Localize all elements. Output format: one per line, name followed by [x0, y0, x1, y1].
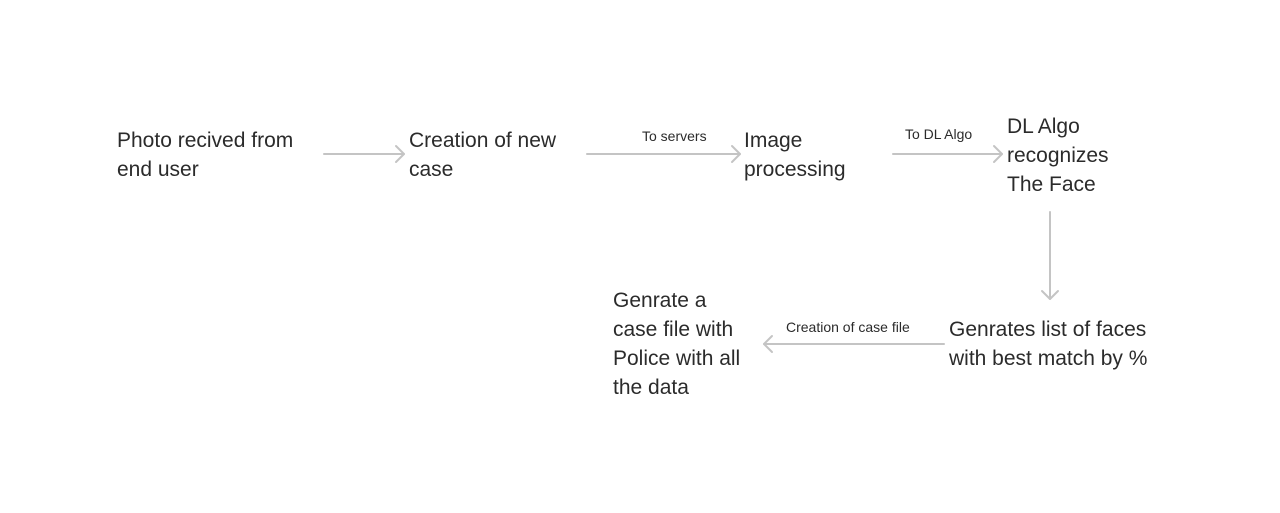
arrow-dl-algo-to-list-of-faces — [1041, 211, 1059, 300]
arrow-image-processing-to-dl-algo — [892, 145, 1003, 163]
node-case-file: Genrate a case file with Police with all… — [613, 289, 741, 399]
arrow-creation-to-image-processing — [586, 145, 741, 163]
edge-label-creation-of-case-file: Creation of case file — [786, 319, 910, 335]
node-creation-new-case: Creation of new case — [409, 129, 557, 181]
edge-label-to-dl-algo: To DL Algo — [905, 126, 973, 142]
edge-label-to-servers: To servers — [642, 128, 707, 144]
arrow-photo-to-creation — [323, 145, 405, 163]
node-photo-received: Photo recived from end user — [117, 129, 294, 181]
arrow-list-of-faces-to-case-file — [763, 335, 945, 353]
node-list-of-faces: Genrates list of faces with best match b… — [949, 318, 1148, 370]
node-dl-algo: DL Algo recognizes The Face — [1007, 115, 1109, 196]
node-image-processing: Image processing — [744, 129, 846, 181]
